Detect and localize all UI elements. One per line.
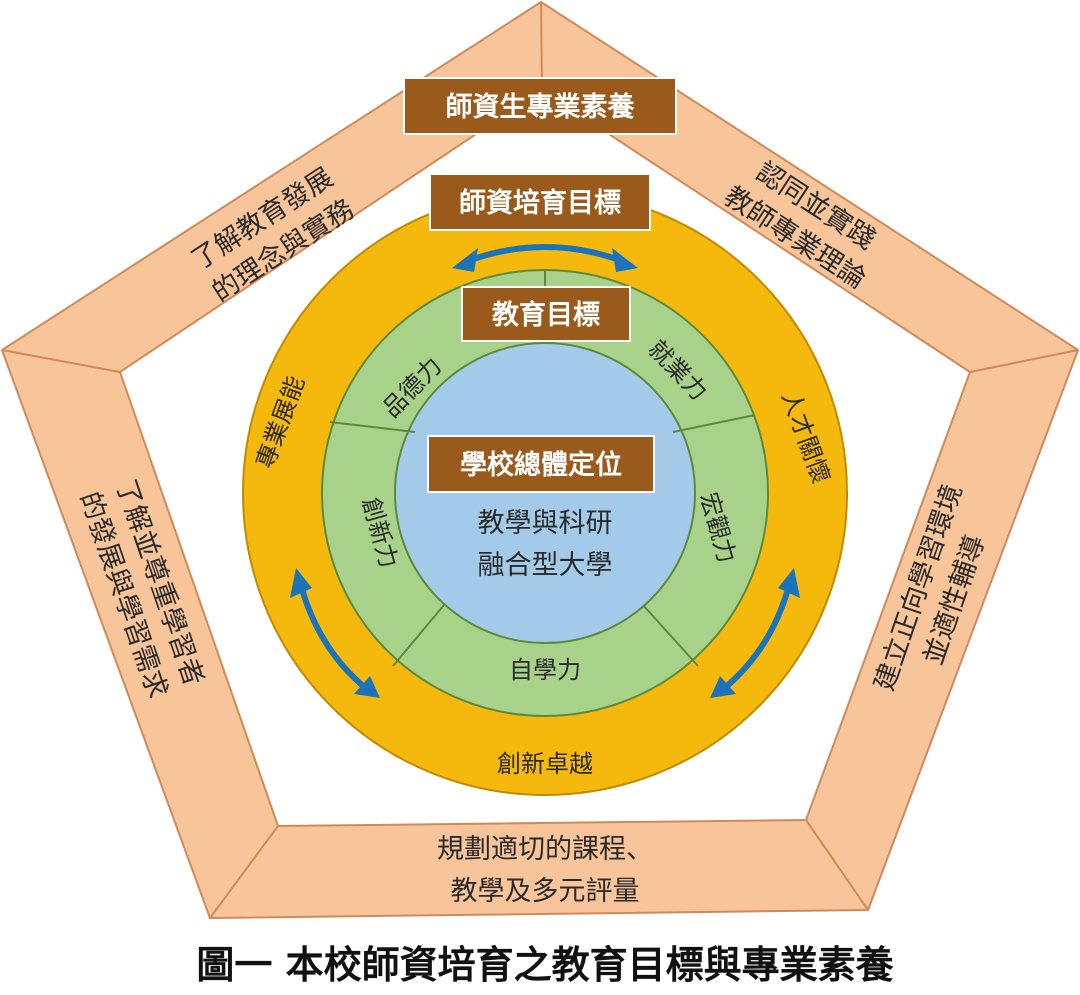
label-training-goal: 師資培育目標 [429,173,651,231]
pentagon-joint [805,819,869,911]
side-text-line: 教學及多元評量 [451,876,640,907]
label-box [403,77,677,135]
double-arrow-top [452,244,638,272]
figure-caption: 圖一 本校師資培育之教育目標與專業素養 [196,943,893,987]
label-professional-literacy: 師資生專業素養 [403,77,677,135]
divider [642,604,699,667]
double-arrow-left [290,568,380,698]
side-text-line: 規劃適切的課程、 [437,834,653,865]
pentagon-joint [1,349,121,373]
label-text: 教育目標 [492,299,600,331]
label-text: 師資培育目標 [459,187,621,219]
center-text-line1: 教學與科研 [478,508,613,539]
pentagon-joint [969,349,1079,373]
double-arrow-right [710,568,800,698]
label-school-position: 學校總體定位 [427,435,655,493]
side-text-bottom: 規劃適切的課程、 教學及多元評量 [437,834,653,907]
green-ring-dividers [329,270,756,667]
label-box [461,286,631,342]
divider [672,414,756,433]
pentagon-joint [540,1,543,91]
yellow-ring-excellence: 創新卓越 [497,750,593,778]
label-box [427,435,655,493]
label-box [429,173,651,231]
pentagon-joint [209,825,279,919]
divider [392,604,445,667]
divider [329,421,416,433]
center-text-line2: 融合型大學 [478,550,613,581]
label-text: 師資生專業素養 [446,91,636,123]
label-text: 學校總體定位 [460,449,622,481]
label-education-goal: 教育目標 [461,286,631,342]
green-ring-self-learning: 自學力 [509,656,581,684]
